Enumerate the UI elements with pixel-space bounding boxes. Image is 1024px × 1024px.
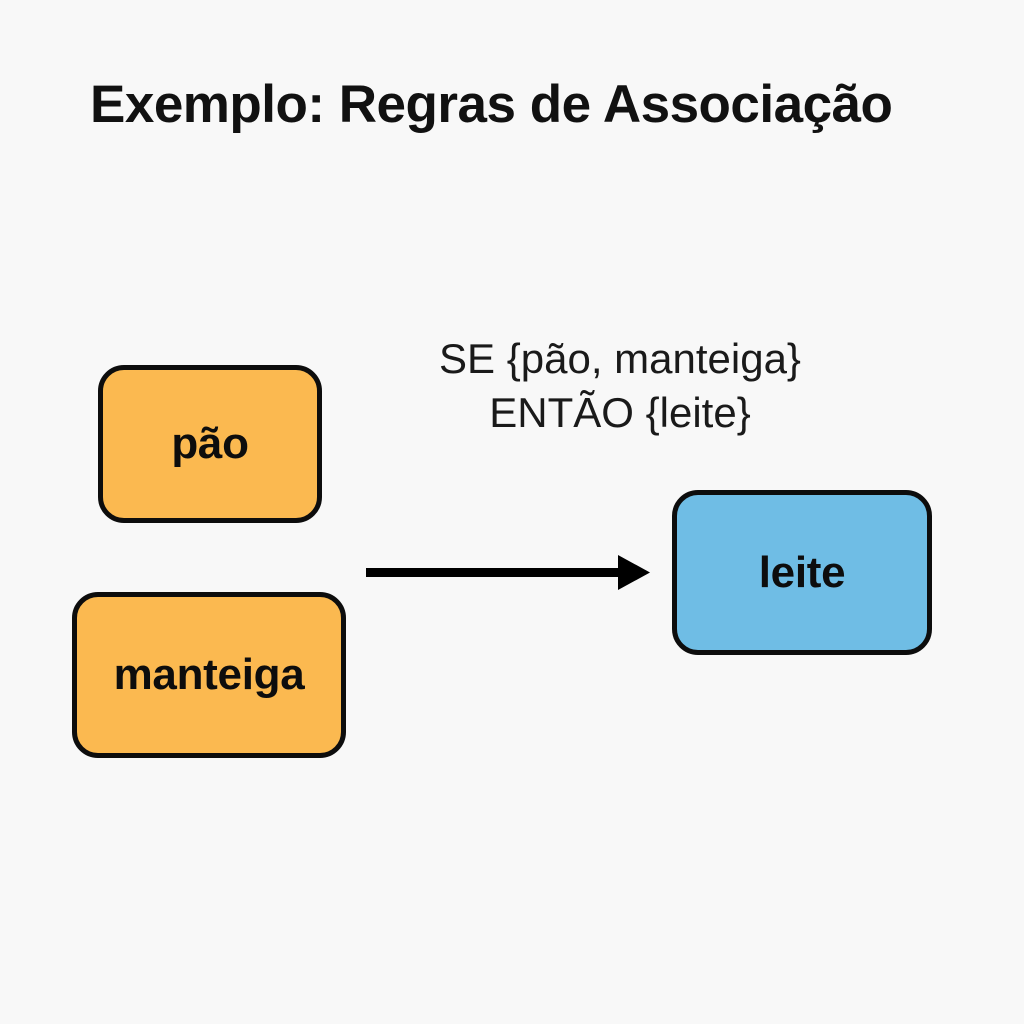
rule-consequent-line: ENTÃO {leite} (489, 388, 751, 436)
rule-antecedent-line: SE {pão, manteiga} (439, 335, 801, 382)
node-pao-label: pão (171, 419, 249, 468)
node-leite[interactable]: leite (672, 490, 932, 655)
node-pao[interactable]: pão (98, 365, 322, 523)
node-manteiga-label: manteiga (113, 650, 305, 699)
implication-arrow-icon (366, 555, 650, 590)
node-leite-label: leite (758, 547, 846, 597)
node-manteiga[interactable]: manteiga (72, 592, 346, 758)
page-title: Exemplo: Regras de Associação (90, 75, 893, 134)
association-rule-text: SE {pão, manteiga} ENTÃO {leite} (360, 332, 880, 440)
